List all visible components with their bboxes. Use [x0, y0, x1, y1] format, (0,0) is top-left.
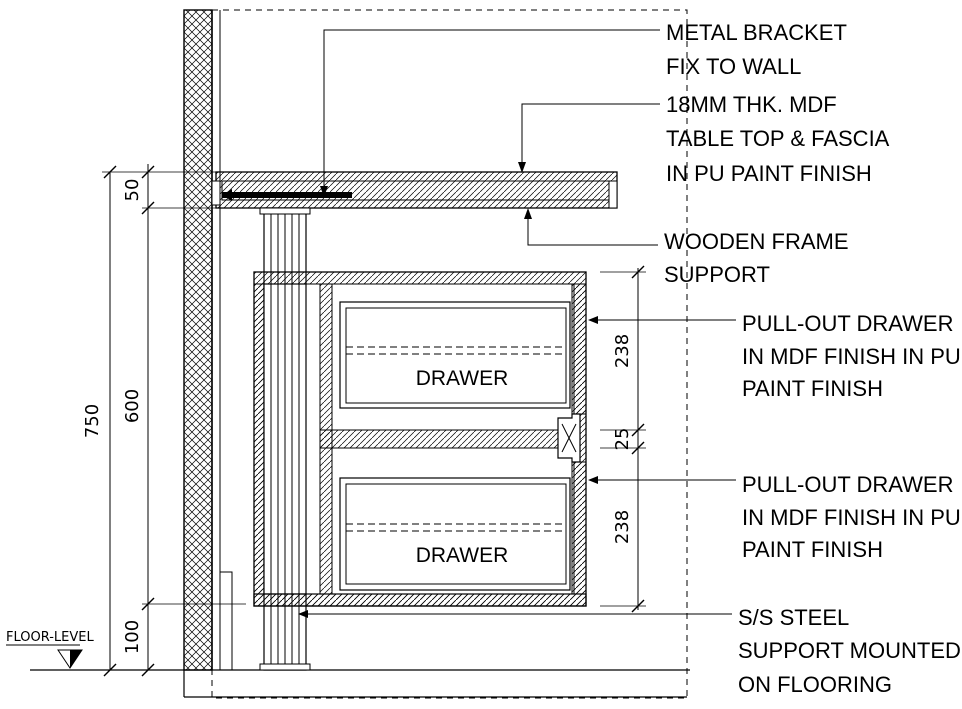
svg-text:METAL BRACKET: METAL BRACKET [666, 20, 847, 45]
drawer-lower [339, 477, 571, 591]
wall [183, 9, 213, 671]
callout-table-top: 18MM THK. MDF TABLE TOP & FASCIA IN PU P… [666, 92, 890, 186]
metal-bracket [222, 192, 352, 198]
dim-750: 750 [82, 404, 103, 438]
svg-text:TABLE TOP & FASCIA: TABLE TOP & FASCIA [666, 126, 890, 151]
svg-text:PAINT FINISH: PAINT FINISH [742, 537, 883, 562]
leader-frame [527, 212, 658, 246]
dim-600: 600 [122, 389, 143, 423]
svg-text:18MM THK. MDF: 18MM THK. MDF [666, 92, 837, 117]
dim-238-lower: 238 [612, 510, 633, 544]
svg-text:PULL-OUT DRAWER: PULL-OUT DRAWER [742, 472, 953, 497]
callout-frame: WOODEN FRAME SUPPORT [664, 229, 849, 287]
svg-text:S/S STEEL: S/S STEEL [738, 605, 849, 630]
svg-text:FIX TO WALL: FIX TO WALL [666, 54, 801, 79]
dim-25: 25 [612, 428, 633, 451]
middle-rail [319, 429, 561, 449]
svg-text:IN MDF FINISH IN PU: IN MDF FINISH IN PU [742, 505, 961, 530]
leader-bracket [323, 29, 660, 190]
drawer-label-upper: DRAWER [416, 367, 509, 390]
dim-100: 100 [122, 620, 143, 654]
dim-238-upper: 238 [612, 334, 633, 368]
leader-table-top [521, 103, 660, 168]
fascia [608, 180, 618, 209]
svg-text:SUPPORT MOUNTED: SUPPORT MOUNTED [738, 638, 961, 663]
svg-text:PULL-OUT DRAWER: PULL-OUT DRAWER [742, 311, 953, 336]
drawer-upper [339, 301, 571, 409]
dim-50: 50 [122, 179, 143, 202]
svg-text:IN PU PAINT FINISH: IN PU PAINT FINISH [666, 161, 872, 186]
svg-text:WOODEN FRAME: WOODEN FRAME [664, 229, 849, 254]
svg-text:PAINT FINISH: PAINT FINISH [742, 376, 883, 401]
svg-text:SUPPORT: SUPPORT [664, 262, 770, 287]
callout-steel: S/S STEEL SUPPORT MOUNTED ON FLOORING [738, 605, 961, 697]
drawer-label-lower: DRAWER [416, 544, 509, 567]
svg-text:IN MDF FINISH IN PU: IN MDF FINISH IN PU [742, 344, 961, 369]
callout-drawer-lower: PULL-OUT DRAWER IN MDF FINISH IN PU PAIN… [742, 472, 961, 562]
callout-drawer-upper: PULL-OUT DRAWER IN MDF FINISH IN PU PAIN… [742, 311, 961, 401]
svg-text:ON FLOORING: ON FLOORING [738, 672, 892, 697]
floor-level-label: FLOOR-LEVEL [6, 630, 94, 645]
skirting [219, 571, 233, 671]
callout-bracket: METAL BRACKET FIX TO WALL [666, 20, 847, 79]
